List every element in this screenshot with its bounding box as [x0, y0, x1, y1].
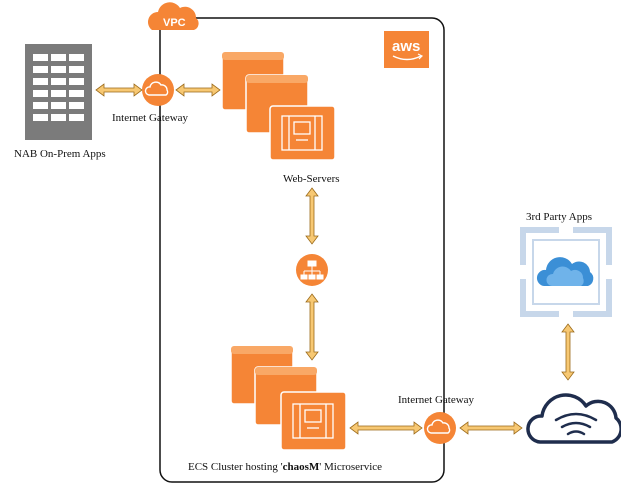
gateway-left-label: Internet Gateway [112, 112, 189, 124]
ecs-label-suffix: ' Microservice [319, 461, 382, 473]
vpc-boundary [159, 17, 445, 483]
arrow-ecs-gateway [349, 421, 423, 435]
building-icon [25, 44, 92, 140]
ecs-cluster-label: ECS Cluster hosting 'chaosM' Microservic… [188, 461, 382, 473]
web-servers-stack [221, 51, 336, 161]
arrow-gateway-internet [459, 421, 523, 435]
load-balancer-icon [296, 254, 328, 286]
server-icon [292, 403, 334, 439]
arrow-internet-thirdparty [561, 323, 575, 381]
aws-logo: aws [384, 31, 429, 68]
internet-gateway-icon-left [142, 74, 174, 106]
vpc-badge: VPC [148, 2, 199, 31]
vpc-label: VPC [163, 17, 186, 29]
internet-gateway-icon-right [424, 412, 456, 444]
arrow-webservers-lb [305, 187, 319, 245]
server-icon [281, 115, 323, 151]
web-servers-label: Web-Servers [283, 173, 340, 185]
arrow-gateway-webservers [175, 83, 221, 97]
ecs-label-name: chaosM [283, 461, 320, 473]
aws-logo-text: aws [392, 38, 420, 55]
on-prem-label: NAB On-Prem Apps [14, 148, 106, 160]
ecs-label-prefix: ECS Cluster hosting ' [188, 461, 283, 473]
third-party-frame-icon [519, 226, 613, 318]
arrow-lb-ecs [305, 293, 319, 361]
internet-cloud-icon [526, 393, 621, 444]
arrow-onprem-gateway [95, 83, 143, 97]
gateway-right-label: Internet Gateway [398, 394, 475, 406]
ecs-cluster-stack [230, 345, 347, 451]
third-party-label: 3rd Party Apps [526, 211, 592, 223]
